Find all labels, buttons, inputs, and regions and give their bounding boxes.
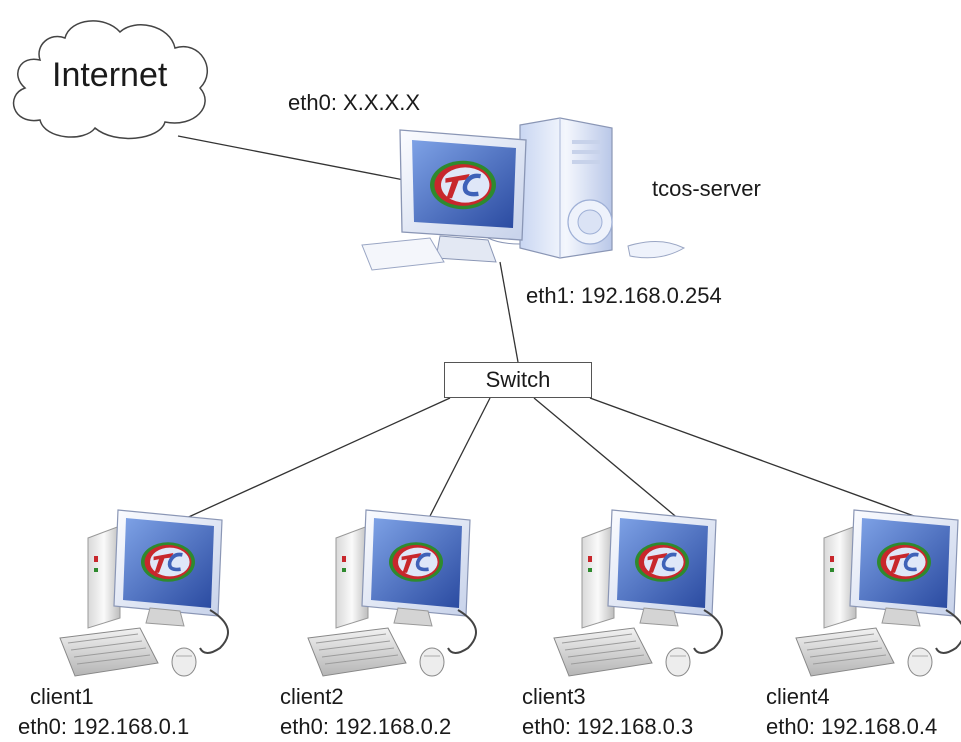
client4-name: client4 xyxy=(766,684,830,709)
internet-label: Internet xyxy=(52,56,168,94)
client-computer-icon xyxy=(554,510,722,676)
client-computer-icon xyxy=(308,510,476,676)
server-computer-icon xyxy=(361,117,686,271)
client2-ip: eth0: 192.168.0.2 xyxy=(280,714,452,739)
internet-cloud-icon xyxy=(13,20,209,140)
client1-name: client1 xyxy=(30,684,94,709)
link-server-switch xyxy=(499,261,519,363)
client2-name: client2 xyxy=(280,684,344,709)
client-computer-icon xyxy=(796,510,961,676)
client-computer-icon xyxy=(60,510,228,676)
server-eth0-label: eth0: X.X.X.X xyxy=(288,90,421,115)
server-name-label: tcos-server xyxy=(652,176,761,201)
link-internet-server xyxy=(177,135,405,181)
link-switch-client4 xyxy=(589,397,926,521)
link-switch-client3 xyxy=(533,397,681,521)
client3-ip: eth0: 192.168.0.3 xyxy=(522,714,694,739)
client3-name: client3 xyxy=(522,684,586,709)
client1-ip: eth0: 192.168.0.1 xyxy=(18,714,190,739)
client4-ip: eth0: 192.168.0.4 xyxy=(766,714,938,739)
switch-label: Switch xyxy=(485,367,551,392)
switch-box: Switch xyxy=(444,362,592,398)
server-eth1-label: eth1: 192.168.0.254 xyxy=(526,283,722,308)
link-switch-client1 xyxy=(181,397,451,521)
connection-lines xyxy=(177,135,926,521)
link-switch-client2 xyxy=(427,397,491,521)
